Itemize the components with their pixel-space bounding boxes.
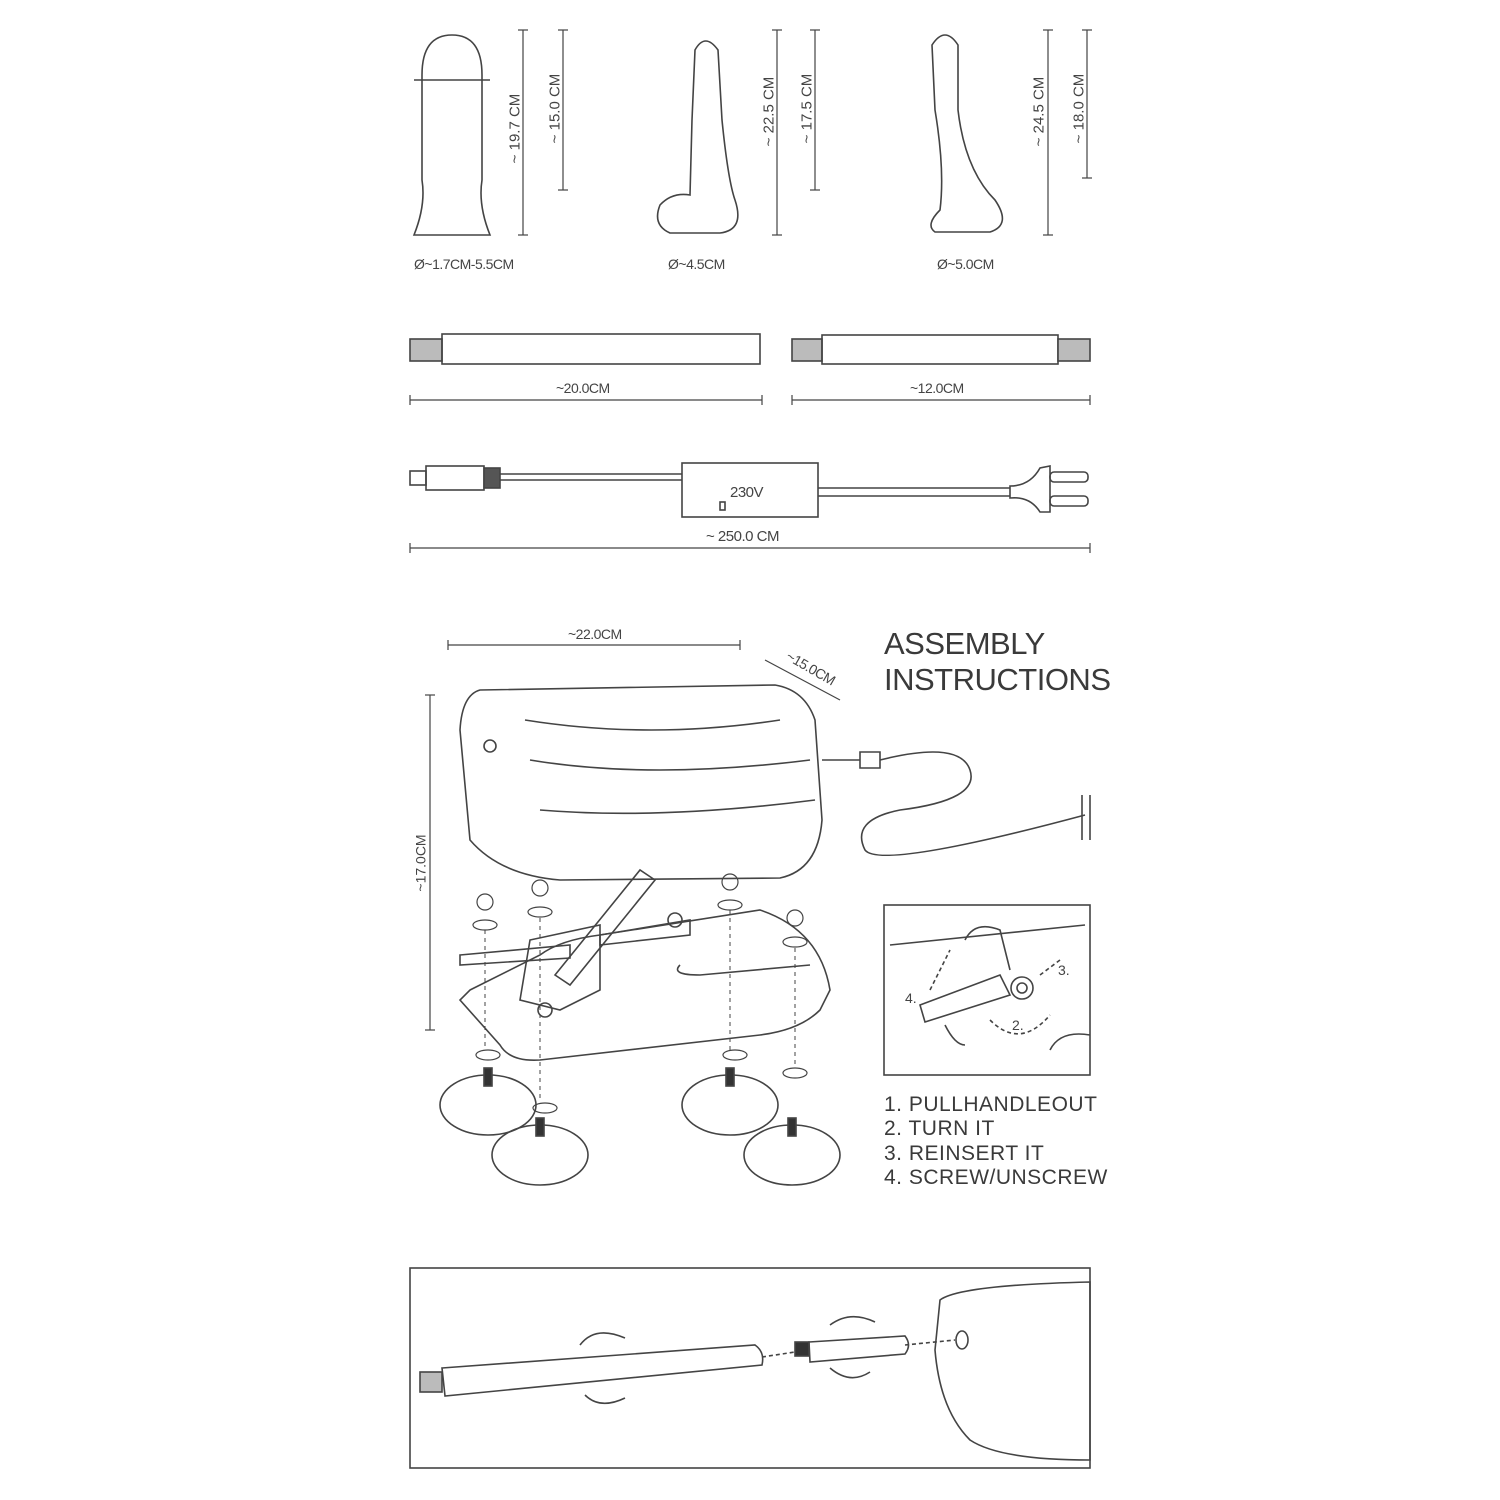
machine-width: ~22.0CM — [568, 626, 622, 642]
attachment-2-diameter: Ø~4.5CM — [668, 256, 725, 272]
step-4: 4. SCREW/UNSCREW — [884, 1166, 1108, 1189]
step-1: 1. PULLHANDLEOUT — [884, 1093, 1098, 1116]
assembly-title-line2: INSTRUCTIONS — [884, 662, 1111, 697]
rod-12cm — [791, 334, 1091, 365]
machine-body — [459, 684, 1091, 881]
machine-height: ~17.0CM — [412, 834, 429, 892]
rod-assembly-panel — [409, 1267, 1091, 1469]
inset-label-4: 4. — [905, 990, 917, 1006]
attachment-1-outline — [412, 34, 492, 236]
suction-cups — [439, 1067, 841, 1186]
assembly-title-line1: ASSEMBLY — [884, 626, 1045, 661]
adapter-box — [681, 462, 819, 518]
rod-dimension-lines — [409, 395, 1091, 405]
adapter-voltage: 230V — [730, 484, 764, 501]
rod-20cm — [409, 333, 761, 365]
step-3: 3. REINSERT IT — [884, 1142, 1045, 1165]
mount-base — [458, 868, 831, 1062]
attachment-3-insertable-length: ~ 18.0 CM — [1070, 73, 1088, 144]
attachment-dimension-lines — [518, 29, 1092, 236]
cable-length: ~ 250.0 CM — [706, 528, 779, 545]
cable-dimension-line — [409, 543, 1091, 553]
inset-label-2: 2. — [1012, 1017, 1024, 1033]
step-2: 2. TURN IT — [884, 1117, 995, 1140]
attachment-3-total-length: ~ 24.5 CM — [1030, 76, 1048, 147]
attachment-3-diameter: Ø~5.0CM — [937, 256, 994, 272]
machine-dimension-lines — [425, 640, 841, 1031]
screws-and-washers — [472, 873, 808, 1114]
attachment-1-diameter: Ø~1.7CM-5.5CM — [414, 256, 514, 272]
attachment-3-outline — [930, 34, 1004, 233]
attachment-1-insertable-length: ~ 15.0 CM — [546, 73, 564, 144]
rod-1-length: ~20.0CM — [556, 380, 610, 396]
rod-2-length: ~12.0CM — [910, 380, 964, 396]
attachment-2-total-length: ~ 22.5 CM — [760, 76, 778, 147]
attachment-2-outline — [656, 40, 739, 234]
handle-inset — [883, 904, 1091, 1076]
attachment-1-total-length: ~ 19.7 CM — [506, 93, 524, 164]
inset-label-3: 3. — [1058, 962, 1070, 978]
power-plug-icon — [1009, 465, 1051, 513]
power-adapter — [409, 462, 1089, 518]
assembly-guide-lines — [484, 910, 796, 1100]
attachment-2-insertable-length: ~ 17.5 CM — [798, 73, 816, 144]
